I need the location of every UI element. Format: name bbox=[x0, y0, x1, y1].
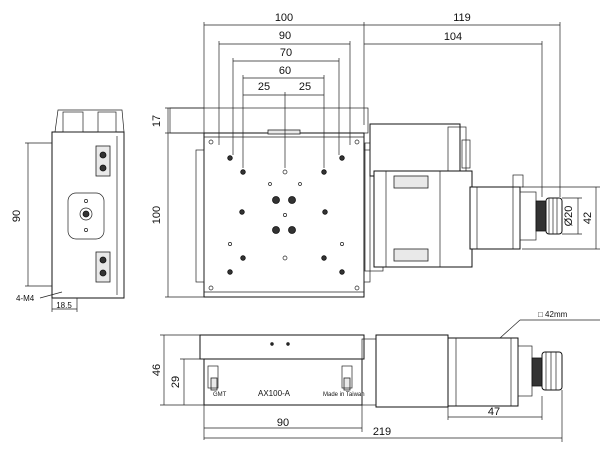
dim-90-side: 90 bbox=[11, 210, 23, 222]
dim-20-phi: Ø20 bbox=[563, 206, 575, 227]
screw-icon bbox=[99, 151, 107, 159]
dim-46: 46 bbox=[151, 364, 163, 376]
mount-holes bbox=[208, 139, 360, 291]
front-view-top-plate bbox=[199, 334, 365, 360]
dim-100-top: 100 bbox=[275, 12, 293, 24]
dim-70: 70 bbox=[280, 47, 292, 59]
side-view-clamp-bottom bbox=[95, 251, 111, 283]
made-in-label: Made in Taiwan bbox=[323, 392, 365, 398]
side-view-port-plate bbox=[67, 192, 105, 240]
front-view: GMT AX100-A Made in Taiwan □ 42mm 46 29 … bbox=[151, 310, 600, 442]
dim-18-5: 18.5 bbox=[56, 301, 72, 310]
top-view-base-edge bbox=[169, 107, 369, 134]
dim-29: 29 bbox=[170, 376, 182, 388]
dim-90-bottom: 90 bbox=[277, 417, 289, 429]
screw-icon bbox=[99, 256, 107, 264]
dim-42-right: 42 bbox=[582, 212, 594, 224]
side-view-top-bracket bbox=[54, 109, 125, 133]
dim-60: 60 bbox=[279, 65, 291, 77]
brand-label: GMT bbox=[213, 392, 227, 398]
side-view-top-block-left bbox=[62, 111, 84, 133]
front-stepper-motor bbox=[447, 337, 519, 407]
motor-clamp-top bbox=[393, 175, 429, 189]
motor-clamp-bottom bbox=[393, 248, 429, 262]
connector-ring bbox=[535, 200, 547, 232]
model-label: AX100-A bbox=[258, 389, 291, 398]
connector bbox=[545, 197, 563, 235]
front-motor-housing bbox=[375, 334, 449, 408]
screw-icon bbox=[99, 269, 107, 277]
front-connector bbox=[541, 351, 563, 391]
dim-25-right: 25 bbox=[299, 81, 311, 93]
side-view-top-block-right bbox=[97, 111, 117, 133]
dim-219: 219 bbox=[373, 426, 391, 438]
screw-icon bbox=[99, 164, 107, 172]
top-view: 100 119 90 104 70 60 25 25 17 100 bbox=[151, 12, 600, 298]
front-view-body bbox=[203, 358, 363, 406]
side-view-port-outer bbox=[79, 207, 93, 221]
dim-42mm: □ 42mm bbox=[538, 310, 568, 319]
dim-100-left: 100 bbox=[151, 206, 163, 224]
motor-block-top bbox=[369, 123, 461, 177]
dim-4-m4: 4-M4 bbox=[16, 294, 35, 303]
side-view-port-inner bbox=[82, 210, 90, 218]
side-view-clamp-top bbox=[95, 145, 111, 177]
side-view: 90 4-M4 18.5 bbox=[11, 109, 125, 312]
dim-104: 104 bbox=[444, 31, 462, 43]
dim-90-top: 90 bbox=[279, 30, 291, 42]
dim-17: 17 bbox=[151, 115, 163, 127]
dim-119: 119 bbox=[453, 12, 471, 24]
dim-25-left: 25 bbox=[258, 81, 270, 93]
cable-gland bbox=[512, 174, 524, 188]
dim-47: 47 bbox=[488, 406, 500, 418]
stepper-motor bbox=[469, 186, 521, 250]
